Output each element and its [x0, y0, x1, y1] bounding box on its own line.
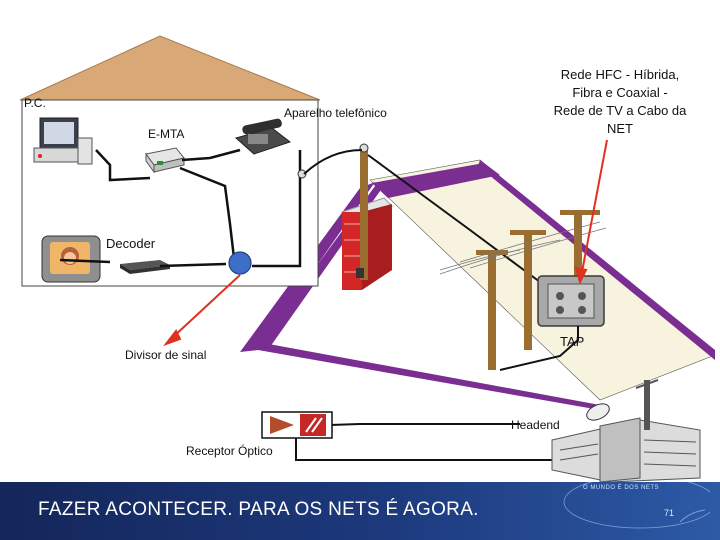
emta-modem-icon — [145, 147, 185, 174]
hfc-line-2: Fibra e Coaxial - — [572, 85, 668, 100]
fiber-line — [295, 326, 579, 461]
callout-arrows — [163, 139, 608, 347]
decoder-box-icon — [120, 260, 170, 274]
phone-label: Aparelho telefônico — [284, 106, 387, 120]
signal-splitter-icon — [228, 251, 252, 275]
divisor-label: Divisor de sinal — [125, 348, 207, 362]
hfc-network-label: Rede HFC - Híbrida, Fibra e Coaxial - Re… — [540, 66, 700, 138]
hfc-line-1: Rede HFC - Híbrida, — [560, 67, 680, 82]
receptor-label: Receptor Óptico — [186, 444, 273, 458]
television-icon — [41, 235, 101, 283]
footer-slogan: FAZER ACONTECER. PARA OS NETS É AGORA. — [38, 499, 479, 520]
optical-receiver-icon — [261, 411, 333, 439]
globe-text: O MUNDO É DOS NETS — [583, 485, 660, 491]
house-wiring — [59, 148, 302, 268]
house-roof — [19, 35, 321, 101]
drop-cable — [303, 149, 541, 283]
footer-banner: FAZER ACONTECER. PARA OS NETS É AGORA. O… — [0, 482, 720, 540]
hfc-line-4: NET — [607, 121, 633, 136]
emta-label: E-MTA — [148, 127, 185, 141]
headend-building-icon — [551, 379, 701, 483]
tap-label: TAP — [560, 334, 585, 349]
pc-label: P.C. — [24, 96, 46, 110]
telephone-icon — [234, 118, 292, 155]
decoder-label: Decoder — [106, 236, 156, 251]
computer-icon — [33, 117, 93, 165]
page-number: 71 — [664, 508, 675, 518]
tap-device-icon — [537, 275, 605, 327]
hfc-line-3: Rede de TV a Cabo da — [553, 103, 687, 118]
globe-icon — [563, 482, 710, 529]
utility-poles-icon — [439, 210, 607, 370]
headend-label: Headend — [511, 418, 560, 432]
